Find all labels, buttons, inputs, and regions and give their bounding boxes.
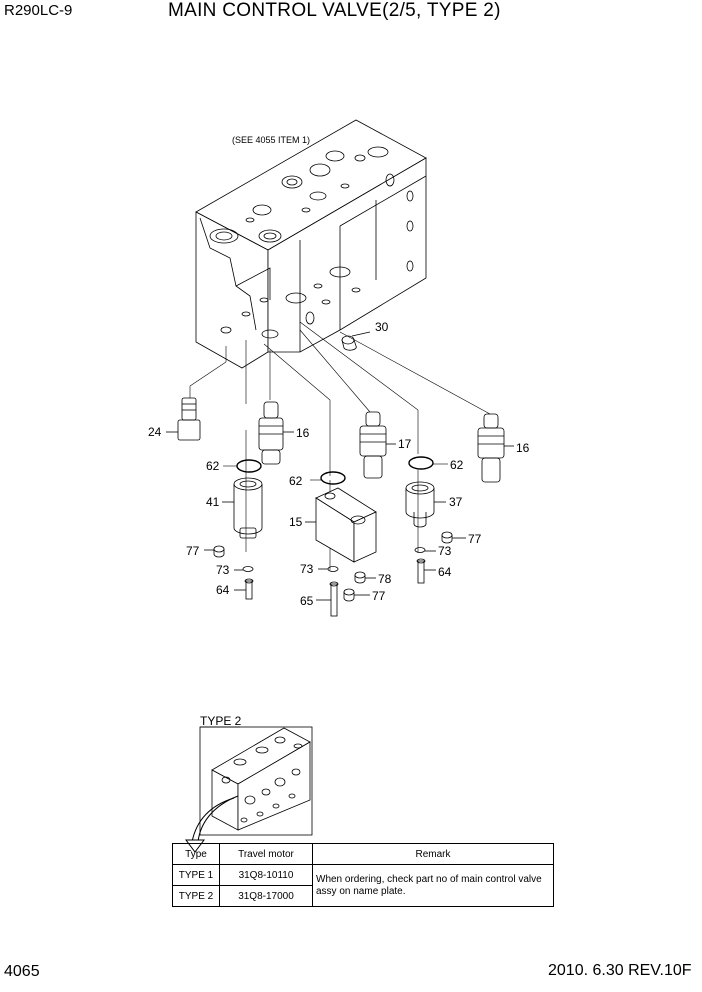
callout-16-right: 16	[516, 441, 530, 455]
callout-41: 41	[206, 495, 220, 509]
callout-64-right: 64	[438, 565, 452, 579]
callout-16-left: 16	[296, 426, 310, 440]
callout-62-middle: 62	[289, 474, 303, 488]
table-header-row: Type Travel motor Remark	[172, 843, 554, 865]
solenoid-37-illustration	[405, 481, 446, 528]
table-row: TYPE 2 31Q8-17000	[172, 885, 554, 907]
callout-73-left: 73	[216, 563, 230, 577]
date-revision: 2010. 6.30 REV.10F	[548, 962, 692, 979]
callout-65: 65	[300, 594, 314, 608]
callout-37: 37	[449, 495, 463, 509]
callout-64-left: 64	[216, 583, 230, 597]
see-note: (SEE 4055 ITEM 1)	[232, 135, 310, 145]
row-travel-motor: 31Q8-10110	[219, 864, 313, 886]
solenoid-41-illustration	[222, 477, 263, 539]
callout-73-right: 73	[438, 544, 452, 558]
callout-77-right: 77	[468, 532, 482, 546]
model-number: R290LC-9	[4, 2, 73, 19]
page-title: MAIN CONTROL VALVE(2/5, TYPE 2)	[168, 0, 501, 21]
callout-77-middle: 77	[372, 589, 386, 603]
callout-73-middle: 73	[300, 562, 314, 576]
cartridge-16-left-illustration	[258, 401, 294, 465]
block-15-illustration	[305, 487, 377, 563]
row-remark: When ordering, check part no of main con…	[312, 864, 554, 907]
callout-15: 15	[289, 515, 303, 529]
row-type: TYPE 1	[172, 864, 220, 886]
callout-78: 78	[378, 572, 392, 586]
type2-inset: TYPE 2	[185, 714, 313, 853]
part-type-table: Type Travel motor Remark TYPE 1 31Q8-101…	[172, 843, 554, 907]
type2-label: TYPE 2	[200, 714, 242, 728]
cartridge-17-illustration	[359, 411, 396, 479]
page-number: 4065	[4, 963, 40, 980]
header-travel-motor: Travel motor	[219, 843, 313, 865]
cartridge-16-right-illustration	[477, 413, 514, 483]
header-remark: Remark	[312, 843, 554, 865]
callout-30: 30	[375, 320, 389, 334]
fitting-24-illustration	[166, 397, 201, 441]
callout-17: 17	[398, 437, 412, 451]
valve-body-illustration	[195, 119, 427, 369]
header-type: Type	[172, 843, 220, 865]
table-row: TYPE 1 31Q8-10110 When ordering, check p…	[172, 864, 554, 907]
o-rings-62	[236, 456, 434, 485]
callout-24: 24	[148, 425, 162, 439]
plug-30-illustration	[341, 331, 371, 351]
callout-62-left: 62	[206, 459, 220, 473]
callout-77-left: 77	[186, 544, 200, 558]
small-hardware-illustration	[204, 531, 466, 617]
row-travel-motor: 31Q8-17000	[219, 885, 313, 907]
row-type: TYPE 2	[172, 885, 220, 907]
callout-62-right: 62	[450, 458, 464, 472]
